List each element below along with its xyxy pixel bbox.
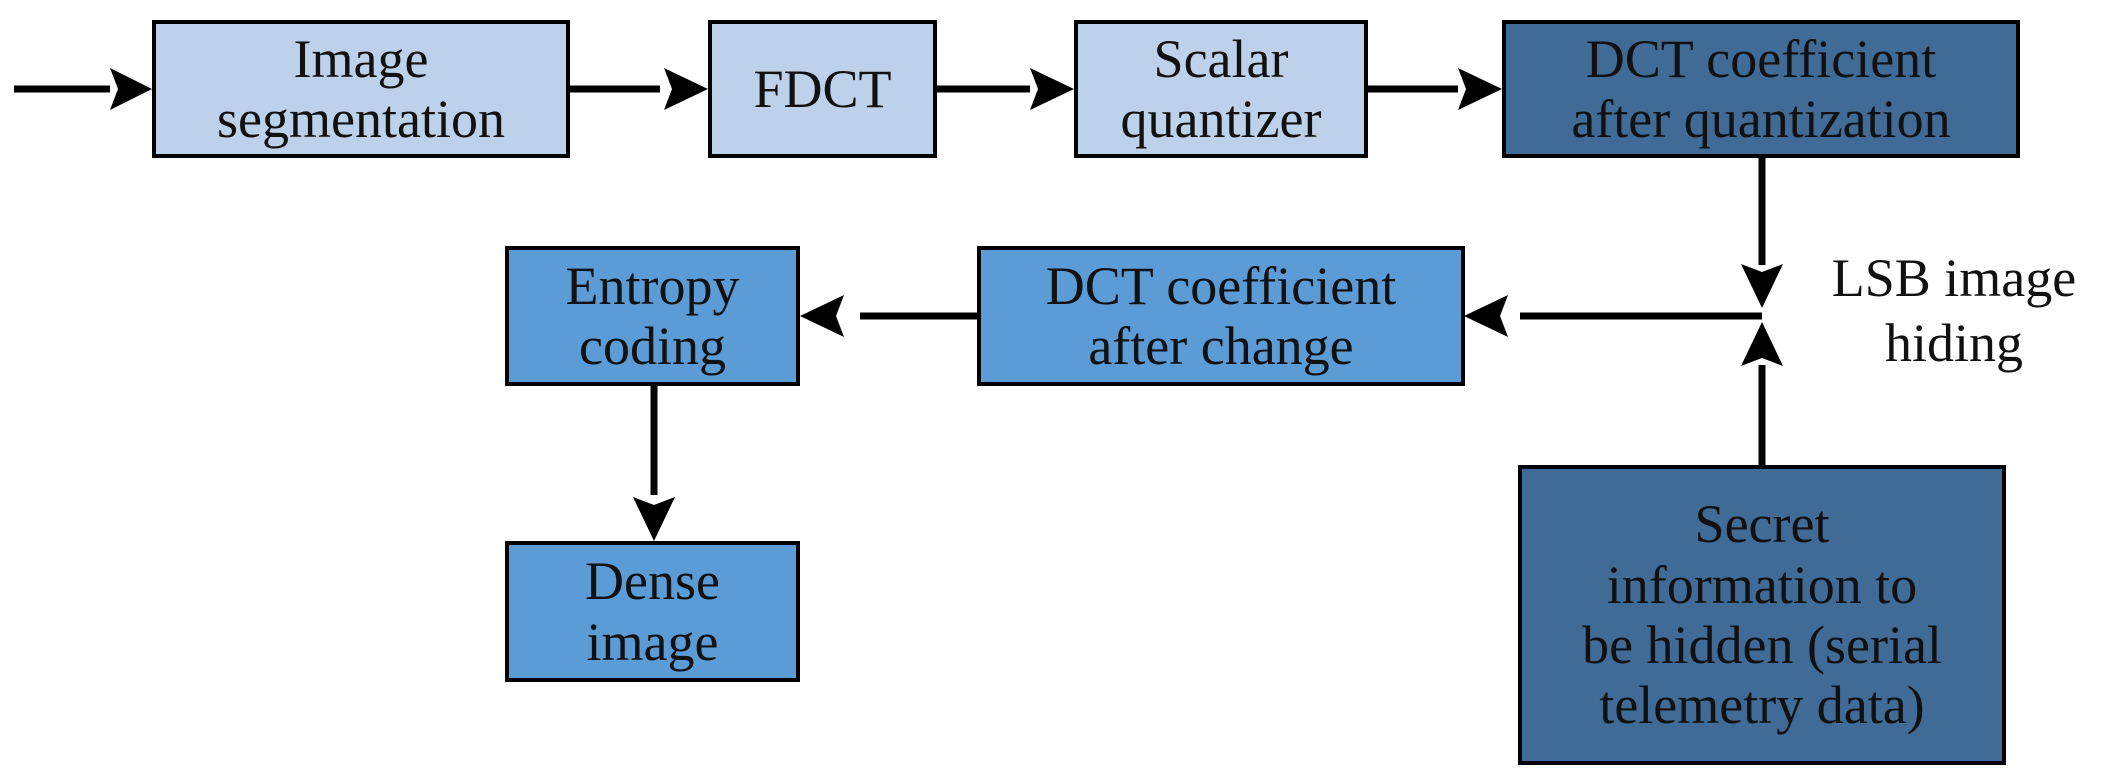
arrow-fdct-quant-head (1030, 68, 1074, 110)
input-arrowhead (110, 68, 152, 110)
dense-image-box: Dense image (505, 541, 800, 682)
dense-image-label: Dense image (585, 551, 720, 672)
secret-information-label: Secret information to be hidden (serial … (1582, 494, 1942, 736)
dct-after-change-label: DCT coefficient after change (1045, 255, 1397, 376)
arrow-seg-fdct-head (664, 68, 708, 110)
scalar-quantizer-label: Scalar quantizer (1120, 28, 1322, 149)
arrow-junction-change-head (1464, 295, 1508, 337)
arrow-dct-down-head (1741, 264, 1783, 308)
dct-after-change-box: DCT coefficient after change (977, 246, 1465, 386)
fdct-label: FDCT (753, 58, 892, 119)
dct-after-quantization-label: DCT coefficient after quantization (1571, 28, 1951, 149)
image-segmentation-box: Image segmentation (152, 20, 570, 158)
lsb-hiding-label: LSB image hiding (1831, 248, 2077, 373)
arrow-secret-up-head (1741, 322, 1783, 366)
entropy-coding-label: Entropy coding (565, 255, 740, 376)
secret-information-box: Secret information to be hidden (serial … (1518, 465, 2006, 765)
dct-after-quantization-box: DCT coefficient after quantization (1502, 20, 2020, 158)
scalar-quantizer-box: Scalar quantizer (1074, 20, 1368, 158)
arrow-quant-dct-head (1458, 68, 1502, 110)
entropy-coding-box: Entropy coding (505, 246, 800, 386)
arrow-change-entropy-head (800, 295, 844, 337)
arrow-entropy-dense-head (633, 497, 675, 541)
image-segmentation-label: Image segmentation (217, 28, 505, 149)
fdct-box: FDCT (708, 20, 937, 158)
